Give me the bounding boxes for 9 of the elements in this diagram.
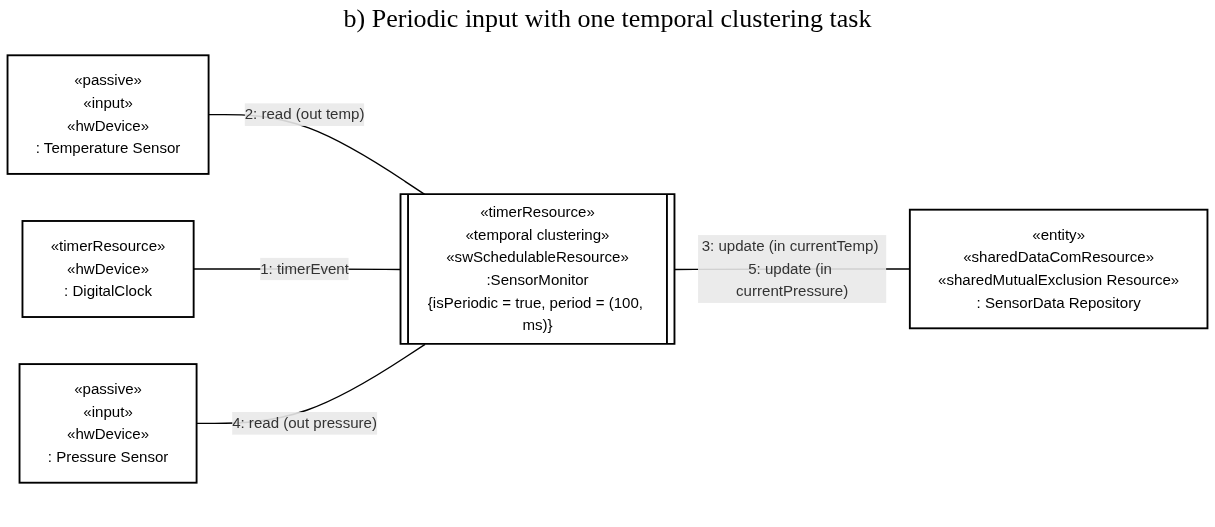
node-box: «passive» «input» «hwDevice» : Pressure Sensor <box>18 363 198 484</box>
edge-label: 4: read (out pressure) <box>232 414 377 431</box>
edge-label: 2: read (out temp) <box>244 106 365 123</box>
diagram-title: b) Periodic input with one temporal clustering task <box>342 4 873 34</box>
edge-label: 1: timerEvent <box>260 260 349 277</box>
edge-label: 3: update (in currentTemp) 5: update (in currentPressure) <box>701 237 879 300</box>
node-box: «timerResource» «hwDevice» : DigitalClock <box>21 220 195 318</box>
node-box: «passive» «input» «hwDevice» : Temperature Sensor <box>6 54 210 175</box>
node-box: «entity» «sharedDataComResource» «sharedMutualExclusion Resource» : SensorData Repository <box>908 208 1209 330</box>
